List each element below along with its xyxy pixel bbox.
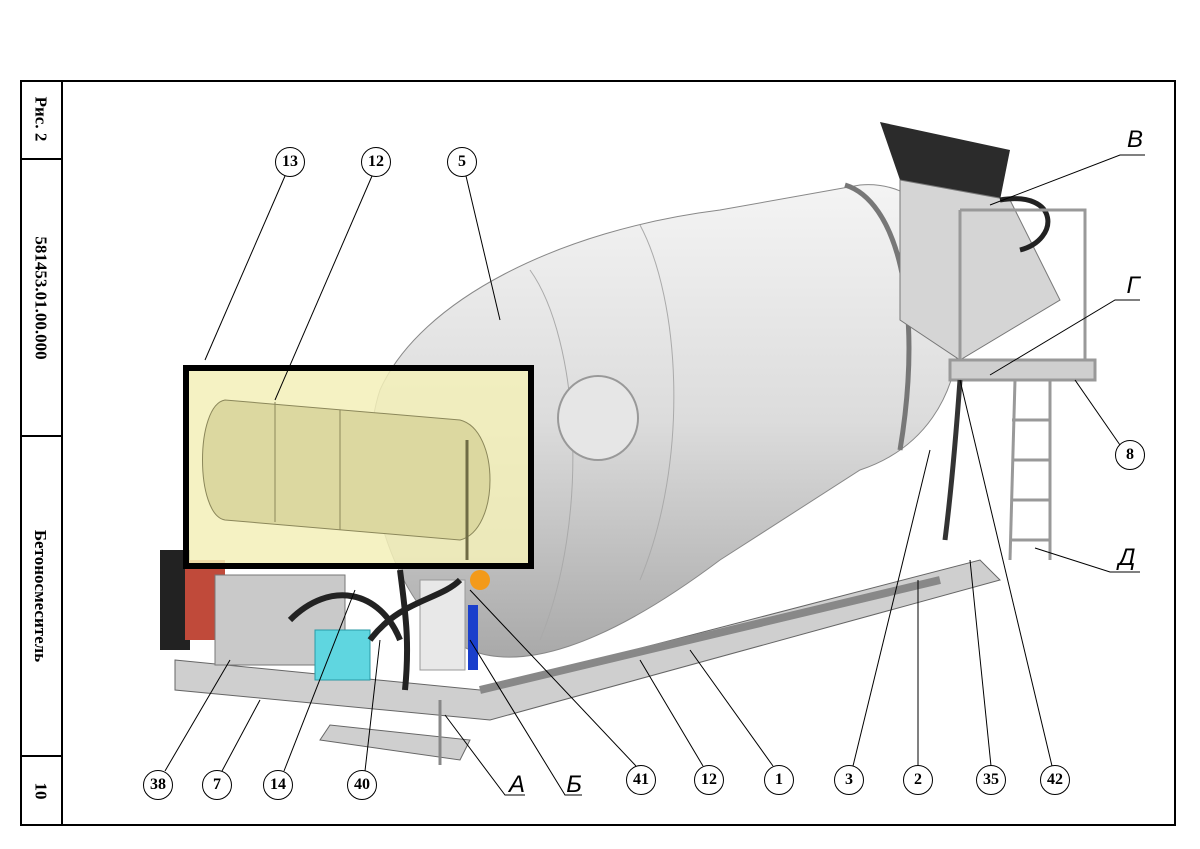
title-cell: Бетоносмеситель (20, 437, 61, 757)
callout-14: 14 (263, 770, 293, 800)
callout-1: 1 (764, 765, 794, 795)
callout-7: 7 (202, 770, 232, 800)
figure-cell: Рис. 2 (20, 80, 61, 160)
callout-12-top: 12 (361, 147, 391, 177)
view-label-d: Д (1118, 544, 1136, 571)
callout-38: 38 (143, 770, 173, 800)
callout-40: 40 (347, 770, 377, 800)
view-label-b: Б (566, 771, 582, 798)
highlight-tank-view (183, 365, 534, 569)
chassis-frame (174, 559, 1001, 761)
doc-code-cell: 581453.01.00.000 (20, 160, 61, 437)
title-strip: Рис. 2 581453.01.00.000 Бетоносмеситель … (20, 80, 63, 826)
view-label-g: Г (1126, 272, 1140, 299)
callout-41: 41 (626, 765, 656, 795)
callout-13: 13 (275, 147, 305, 177)
hopper (880, 122, 1061, 361)
callout-12-bottom: 12 (694, 765, 724, 795)
callout-2: 2 (903, 765, 933, 795)
view-label-a: А (508, 771, 526, 798)
drawing-frame (20, 80, 1176, 826)
callout-3: 3 (834, 765, 864, 795)
callout-42: 42 (1040, 765, 1070, 795)
view-label-v: В (1126, 126, 1144, 153)
platform-ladder (942, 208, 1097, 561)
leader-lines (164, 154, 1145, 796)
engine-block (160, 550, 490, 765)
callout-8: 8 (1115, 440, 1145, 470)
callout-35: 35 (976, 765, 1006, 795)
callout-5: 5 (447, 147, 477, 177)
